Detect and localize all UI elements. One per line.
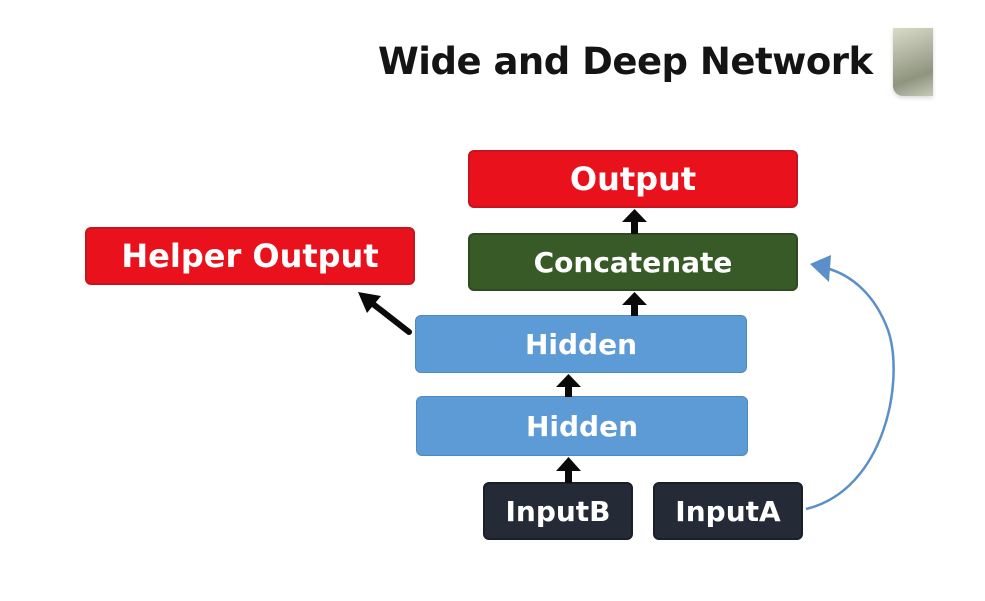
helper-output-node: Helper Output	[85, 227, 415, 285]
arrow-inputa-to-concatenate	[805, 255, 895, 511]
arrow-hidden-to-helper-output	[358, 292, 412, 335]
input-a-node: InputA	[653, 482, 803, 540]
hidden-bottom-node: Hidden	[416, 396, 748, 456]
arrow-hidden-to-hidden	[556, 374, 581, 397]
input-b-node: InputB	[483, 482, 633, 540]
diagram-title: Wide and Deep Network	[378, 40, 873, 83]
output-node: Output	[468, 150, 798, 208]
presenter-video-thumbnail	[893, 28, 933, 96]
arrow-concatenate-to-output	[622, 209, 647, 234]
hidden-top-node: Hidden	[415, 315, 747, 373]
arrow-hidden-to-concatenate	[622, 292, 647, 316]
arrow-inputb-to-hidden	[556, 457, 581, 483]
